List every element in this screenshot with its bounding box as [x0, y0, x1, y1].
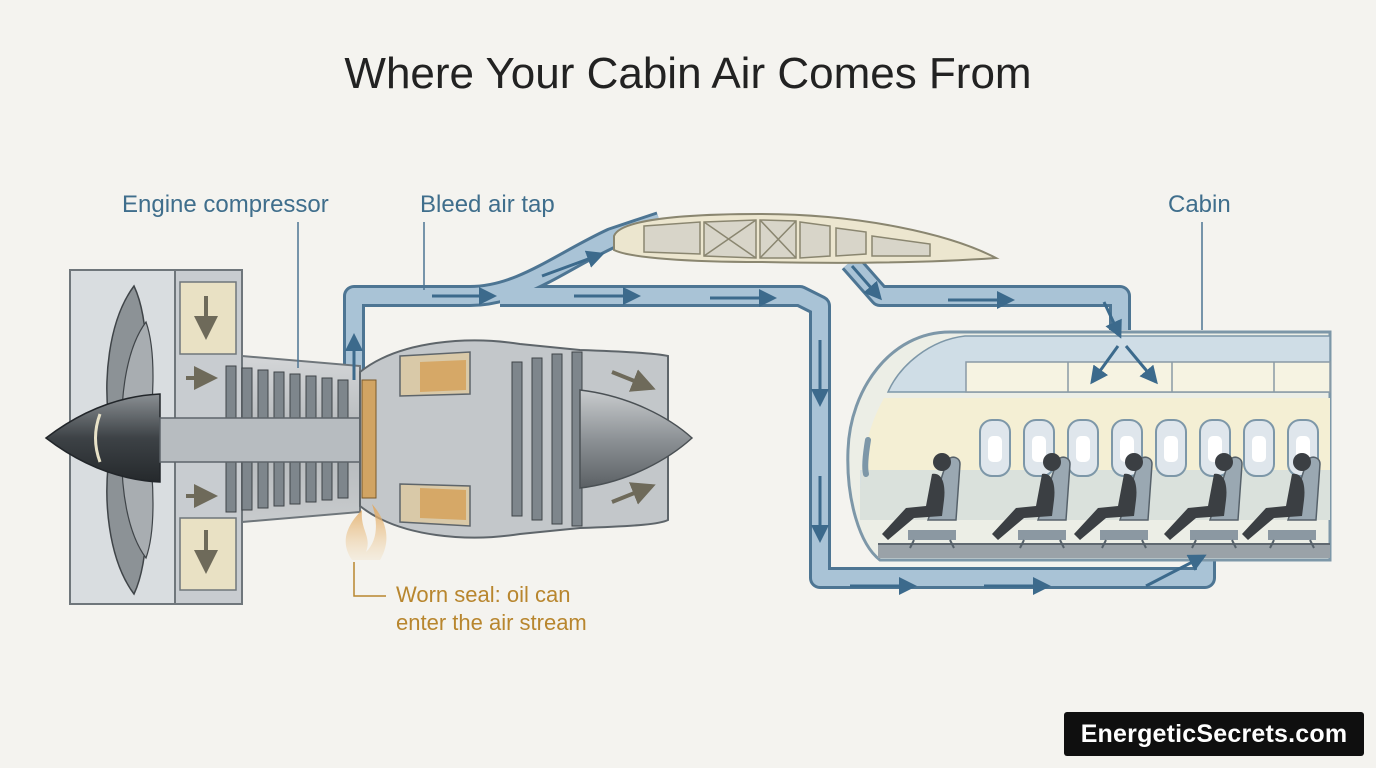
cabin-window-icon — [1155, 419, 1187, 477]
label-bleed-air-tap: Bleed air tap — [420, 191, 555, 218]
label-engine-compressor: Engine compressor — [122, 191, 329, 218]
leader-lines — [297, 222, 1203, 597]
watermark-badge: EnergeticSecrets.com — [1064, 712, 1364, 756]
passenger-icon — [1242, 453, 1321, 549]
wing-cross-section — [613, 212, 1000, 264]
flow-arrow-icon — [611, 369, 656, 392]
flow-arrow-icon — [541, 250, 605, 278]
label-cabin: Cabin — [1168, 191, 1231, 218]
jet-engine — [44, 269, 694, 605]
passenger-icon — [992, 453, 1071, 549]
flow-arrow-icon — [850, 265, 882, 301]
flow-arrow-icon — [1124, 345, 1158, 385]
duct-flow-arrows — [345, 250, 1207, 595]
cabin-window-icon — [1067, 419, 1099, 477]
cabin-window-icon — [1243, 419, 1275, 477]
passenger-icon — [1074, 453, 1153, 549]
flow-arrow-icon — [1090, 345, 1120, 385]
oil-smoke-icon — [345, 504, 387, 560]
cabin-window-icon — [979, 419, 1011, 477]
passengers — [882, 453, 1321, 549]
flow-arrow-icon — [1102, 301, 1122, 339]
label-worn-seal-line1: Worn seal: oil can — [396, 582, 570, 607]
engine-flow-arrows — [186, 296, 656, 574]
page-title: Where Your Cabin Air Comes From — [344, 49, 1031, 98]
flow-arrow-icon — [1145, 554, 1207, 588]
flow-arrow-icon — [611, 482, 656, 505]
passenger-icon — [1164, 453, 1243, 549]
passenger-icon — [882, 453, 961, 549]
label-worn-seal-line2: enter the air stream — [396, 610, 587, 635]
